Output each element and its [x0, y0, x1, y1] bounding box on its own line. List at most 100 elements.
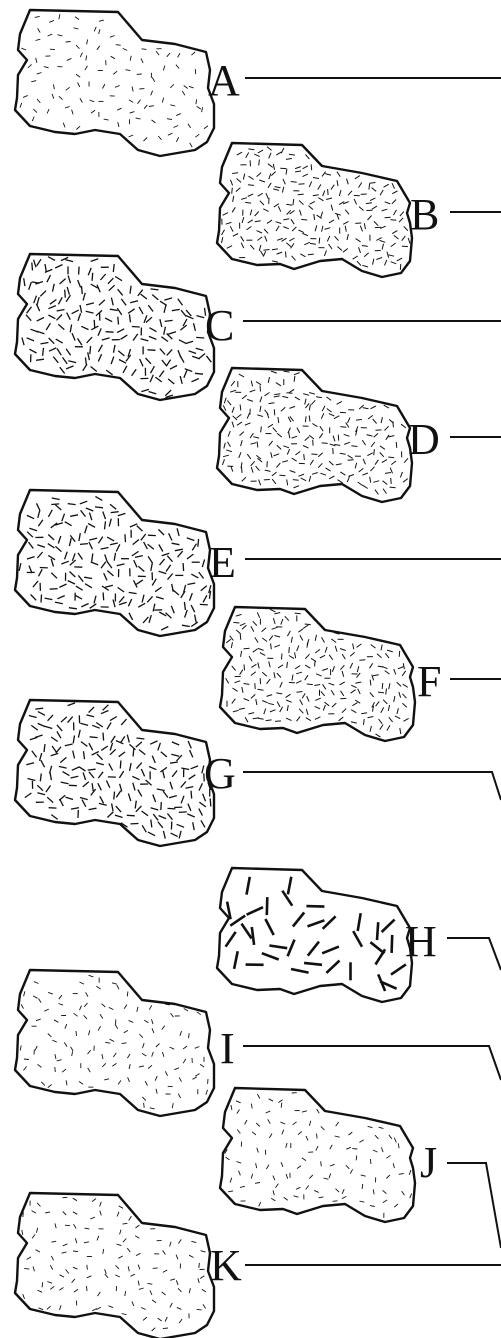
specimen-b [217, 143, 412, 277]
texture-mark [106, 332, 114, 333]
texture-mark [196, 337, 204, 338]
texture-mark [242, 467, 243, 473]
texture-mark [153, 1268, 158, 1269]
texture-mark [369, 183, 375, 184]
label-i: I [220, 1024, 235, 1073]
texture-mark [275, 721, 281, 722]
texture-mark [133, 749, 134, 757]
specimen-f [220, 607, 415, 741]
texture-mark [393, 421, 394, 427]
texture-mark [87, 1265, 88, 1270]
texture-mark [92, 273, 93, 281]
texture-mark [240, 405, 241, 411]
label-b: B [410, 190, 439, 239]
texture-mark [50, 589, 58, 590]
texture-mark [62, 1197, 67, 1198]
texture-mark [306, 906, 324, 907]
texture-mark [245, 202, 251, 203]
texture-mark [168, 808, 176, 809]
texture-mark [333, 448, 334, 454]
texture-mark [266, 720, 272, 721]
texture-mark [233, 622, 239, 623]
label-f: F [417, 657, 441, 706]
texture-mark [348, 460, 354, 461]
texture-mark [286, 252, 287, 258]
texture-mark [390, 220, 396, 221]
texture-mark [148, 350, 156, 351]
texture-mark [244, 664, 245, 670]
texture-mark [191, 791, 192, 799]
texture-mark [305, 416, 306, 422]
texture-mark [24, 1059, 29, 1060]
texture-mark [356, 1155, 357, 1160]
texture-mark [195, 373, 203, 374]
label-h: H [405, 917, 437, 966]
texture-mark [304, 454, 305, 460]
texture-mark [41, 595, 42, 603]
specimen-g [15, 700, 214, 846]
texture-mark [51, 504, 59, 505]
specimen-i [15, 970, 214, 1116]
texture-mark [293, 480, 299, 481]
texture-mark [289, 682, 295, 683]
texture-mark [259, 160, 260, 166]
label-k: K [210, 1241, 242, 1290]
texture-mark [340, 427, 346, 428]
texture-mark [76, 1031, 77, 1036]
texture-mark [390, 487, 396, 488]
texture-mark [311, 164, 312, 170]
texture-mark [240, 634, 241, 640]
texture-mark [88, 769, 96, 770]
texture-mark [317, 1134, 318, 1139]
texture-mark [198, 539, 199, 547]
texture-mark [73, 1251, 78, 1252]
texture-mark [301, 219, 307, 220]
label-j: J [420, 1138, 437, 1187]
texture-mark [144, 1103, 145, 1108]
texture-mark [197, 1309, 202, 1310]
texture-mark [244, 648, 250, 649]
label-g: G [204, 749, 236, 798]
texture-mark [364, 719, 365, 725]
texture-mark [274, 409, 275, 415]
texture-mark [114, 792, 115, 800]
texture-mark [315, 660, 316, 666]
texture-mark [65, 1225, 70, 1226]
texture-mark [161, 802, 162, 810]
texture-mark [80, 544, 88, 545]
texture-mark [402, 246, 408, 247]
texture-mark [311, 454, 317, 455]
specimen-j [220, 1088, 415, 1222]
texture-mark [307, 684, 313, 685]
texture-mark [299, 184, 305, 185]
texture-mark [94, 320, 95, 328]
texture-mark [183, 563, 184, 571]
texture-mark [210, 798, 211, 806]
texture-mark [328, 189, 329, 195]
texture-mark [289, 647, 290, 653]
texture-mark [388, 457, 394, 458]
specimen-c [15, 254, 214, 400]
texture-mark [87, 1286, 88, 1291]
texture-mark [396, 442, 397, 448]
texture-mark [260, 386, 261, 392]
texture-mark [392, 935, 393, 953]
texture-mark [382, 683, 383, 689]
texture-mark [281, 1103, 282, 1108]
specimen-h [217, 868, 412, 1002]
texture-mark [125, 534, 126, 542]
texture-mark [43, 348, 44, 356]
texture-mark [200, 604, 208, 605]
label-c: C [205, 301, 234, 350]
texture-mark [232, 188, 233, 194]
texture-mark [400, 264, 401, 270]
texture-mark [120, 761, 121, 769]
texture-mark [305, 624, 311, 625]
texture-mark [391, 478, 392, 484]
texture-mark [111, 512, 119, 513]
texture-mark [179, 812, 187, 813]
label-e: E [209, 538, 236, 587]
specimen-a [15, 10, 214, 156]
connector-h [447, 938, 501, 970]
connector-g [243, 772, 501, 800]
